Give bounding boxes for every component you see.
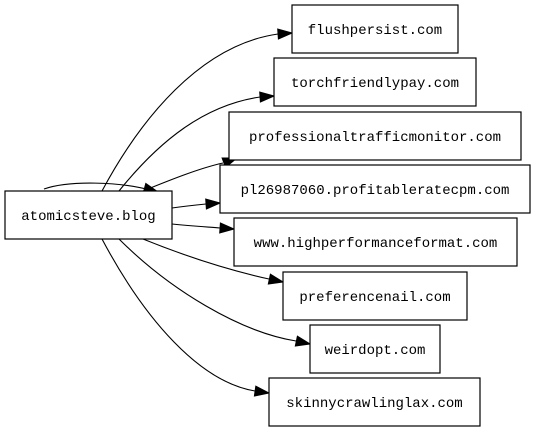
node-box — [273, 57, 477, 107]
edge-arrowhead — [219, 222, 236, 234]
edges-layer — [43, 28, 312, 397]
node-box — [268, 377, 481, 427]
node-label: flushpersist.com — [308, 23, 442, 39]
edge-line — [142, 238, 270, 280]
node-label: pl26987060.profitableratecpm.com — [241, 183, 510, 199]
edge-arrowhead — [253, 385, 271, 397]
self-loop-edge — [43, 182, 151, 191]
nodes-layer: atomicsteve.blog flushpersist.com torchfri… — [4, 4, 531, 427]
edge-src-t7 — [118, 238, 312, 347]
edge-line — [171, 223, 221, 229]
node-label: preferencenail.com — [299, 290, 450, 306]
node-target-5: www.highperformanceformat.com — [233, 217, 518, 267]
node-label: weirdopt.com — [325, 343, 426, 359]
edge-arrowhead — [277, 28, 294, 40]
node-target-7: weirdopt.com — [309, 324, 441, 374]
edge-line — [118, 96, 261, 192]
node-box — [228, 111, 522, 161]
node-source: atomicsteve.blog — [4, 190, 173, 240]
edge-line — [142, 162, 224, 192]
node-box — [282, 271, 468, 321]
node-target-1: flushpersist.com — [291, 4, 459, 54]
edge-line — [101, 33, 279, 192]
node-label: torchfriendlypay.com — [291, 76, 459, 92]
edge-src-t4 — [171, 198, 222, 210]
edge-arrowhead — [267, 273, 285, 285]
node-target-6: preferencenail.com — [282, 271, 468, 321]
node-target-8: skinnycrawlinglax.com — [268, 377, 481, 427]
node-box — [309, 324, 441, 374]
edge-arrowhead — [294, 335, 312, 347]
edge-arrowhead — [259, 91, 276, 103]
node-box — [291, 4, 459, 54]
node-target-3: professionaltrafficmonitor.com — [228, 111, 522, 161]
edge-line — [118, 238, 297, 342]
node-box — [4, 190, 173, 240]
node-box — [219, 164, 531, 214]
edge-arrowhead — [205, 198, 222, 210]
node-label: www.highperformanceformat.com — [254, 236, 498, 252]
edge-src-t6 — [142, 238, 285, 285]
edge-line — [101, 238, 256, 392]
node-box — [233, 217, 518, 267]
edge-src-t1 — [101, 28, 294, 192]
node-target-4: pl26987060.profitableratecpm.com — [219, 164, 531, 214]
node-label: atomicsteve.blog — [21, 209, 155, 225]
node-target-2: torchfriendlypay.com — [273, 57, 477, 107]
edge-src-t2 — [118, 91, 276, 192]
edge-src-t8 — [101, 238, 271, 397]
node-label: skinnycrawlinglax.com — [286, 396, 462, 412]
edge-src-t5 — [171, 222, 236, 234]
node-label: professionaltrafficmonitor.com — [249, 130, 501, 146]
edge-line — [171, 203, 207, 209]
